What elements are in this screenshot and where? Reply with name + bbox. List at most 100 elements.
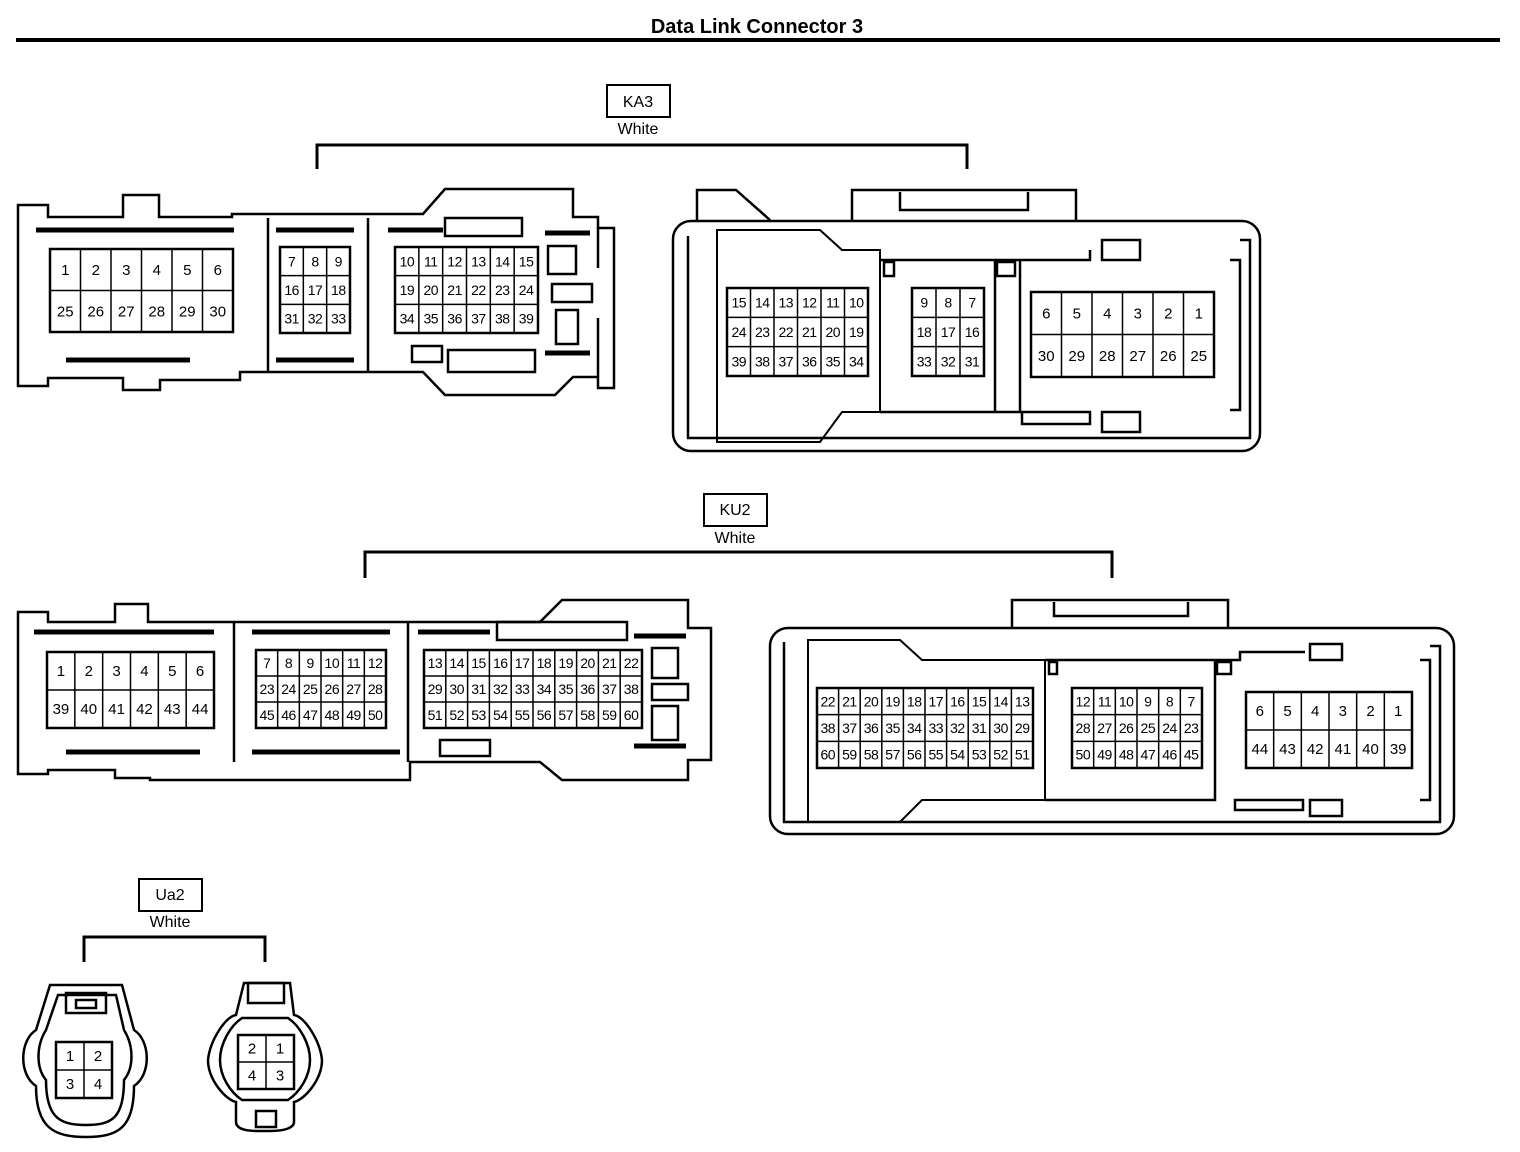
pin-label: 32 bbox=[493, 681, 508, 697]
pin-label: 35 bbox=[885, 720, 900, 736]
pin-label: 32 bbox=[950, 720, 965, 736]
pin-label: 2 bbox=[1164, 305, 1172, 322]
pin-label: 15 bbox=[519, 253, 534, 269]
pin-label: 34 bbox=[537, 681, 552, 697]
pin-label: 34 bbox=[400, 311, 415, 327]
pin-label: 24 bbox=[519, 282, 534, 298]
pin-label: 33 bbox=[331, 311, 346, 327]
pin-label: 2 bbox=[92, 262, 100, 279]
pin-label: 45 bbox=[1184, 747, 1199, 763]
ka3-header: KA3 White bbox=[315, 84, 969, 169]
pin-label: 7 bbox=[263, 655, 271, 671]
pin-label: 31 bbox=[284, 311, 299, 327]
pin-label: 3 bbox=[276, 1068, 284, 1085]
pin-label: 53 bbox=[471, 707, 486, 723]
pin-label: 1 bbox=[61, 262, 69, 279]
pin-label: 30 bbox=[1038, 348, 1055, 365]
pin-label: 4 bbox=[1311, 703, 1319, 720]
pin-label: 59 bbox=[602, 707, 617, 723]
pin-label: 26 bbox=[325, 681, 340, 697]
pin-label: 16 bbox=[965, 324, 980, 340]
pin-label: 37 bbox=[778, 353, 793, 369]
pin-label: 33 bbox=[917, 353, 932, 369]
ua2-female-connector bbox=[206, 981, 324, 1133]
ku2-header: KU2 White bbox=[363, 493, 1114, 578]
pin-label: 20 bbox=[825, 324, 840, 340]
pin-label: 15 bbox=[731, 295, 746, 311]
pin-label: 40 bbox=[80, 701, 97, 718]
pin-label: 4 bbox=[248, 1068, 256, 1085]
pin-label: 17 bbox=[308, 282, 323, 298]
ua2-code-label: Ua2 bbox=[155, 887, 184, 904]
pin-label: 27 bbox=[346, 681, 361, 697]
pin-label: 2 bbox=[1366, 703, 1374, 720]
pin-label: 9 bbox=[335, 253, 343, 269]
pin-label: 30 bbox=[449, 681, 464, 697]
pin-label: 48 bbox=[1119, 747, 1134, 763]
page-title: Data Link Connector 3 bbox=[651, 16, 863, 38]
pin-label: 11 bbox=[826, 295, 840, 311]
pin-label: 28 bbox=[368, 681, 383, 697]
pin-label: 39 bbox=[519, 311, 534, 327]
pin-label: 8 bbox=[1166, 693, 1174, 709]
pin-label: 38 bbox=[821, 720, 836, 736]
pin-label: 19 bbox=[558, 655, 573, 671]
pin-label: 50 bbox=[368, 707, 383, 723]
pin-label: 23 bbox=[1184, 720, 1199, 736]
pin-label: 5 bbox=[168, 663, 176, 680]
pin-label: 6 bbox=[196, 663, 204, 680]
pin-label: 22 bbox=[778, 324, 793, 340]
pin-label: 7 bbox=[1188, 693, 1196, 709]
pin-label: 52 bbox=[993, 747, 1008, 763]
pin-label: 16 bbox=[950, 693, 965, 709]
pin-label: 37 bbox=[602, 681, 617, 697]
pin-label: 10 bbox=[400, 253, 415, 269]
pin-label: 10 bbox=[1119, 693, 1134, 709]
pin-label: 28 bbox=[148, 303, 165, 320]
pin-label: 53 bbox=[972, 747, 987, 763]
pin-label: 3 bbox=[66, 1076, 74, 1093]
pin-label: 37 bbox=[471, 311, 486, 327]
pin-label: 4 bbox=[153, 262, 161, 279]
pin-label: 35 bbox=[825, 353, 840, 369]
pin-label: 13 bbox=[428, 655, 443, 671]
pin-label: 9 bbox=[920, 295, 928, 311]
pin-label: 16 bbox=[493, 655, 508, 671]
ua2-male-connector bbox=[22, 983, 148, 1139]
pin-label: 46 bbox=[1162, 747, 1177, 763]
pin-label: 36 bbox=[447, 311, 462, 327]
pin-label: 15 bbox=[972, 693, 987, 709]
ku2-male-connector bbox=[16, 598, 713, 782]
pin-label: 17 bbox=[941, 324, 956, 340]
pin-label: 14 bbox=[993, 693, 1008, 709]
pin-label: 30 bbox=[993, 720, 1008, 736]
pin-label: 6 bbox=[1256, 703, 1264, 720]
pin-label: 10 bbox=[849, 295, 864, 311]
pin-label: 33 bbox=[929, 720, 944, 736]
pin-label: 39 bbox=[53, 701, 70, 718]
ka3-code-label: KA3 bbox=[623, 94, 653, 111]
pin-label: 9 bbox=[1144, 693, 1152, 709]
pin-label: 31 bbox=[972, 720, 987, 736]
pin-label: 29 bbox=[179, 303, 196, 320]
pin-label: 5 bbox=[1283, 703, 1291, 720]
pin-label: 16 bbox=[284, 282, 299, 298]
pin-label: 58 bbox=[864, 747, 879, 763]
pin-label: 21 bbox=[802, 324, 817, 340]
pin-label: 12 bbox=[447, 253, 462, 269]
pin-label: 42 bbox=[136, 701, 153, 718]
pin-label: 3 bbox=[1339, 703, 1347, 720]
pin-label: 19 bbox=[849, 324, 864, 340]
pin-label: 7 bbox=[968, 295, 976, 311]
pin-label: 22 bbox=[821, 693, 836, 709]
pin-label: 19 bbox=[400, 282, 415, 298]
pin-label: 18 bbox=[917, 324, 932, 340]
ua2-header: Ua2 White bbox=[82, 878, 267, 962]
pin-label: 34 bbox=[849, 353, 864, 369]
pin-label: 47 bbox=[1141, 747, 1156, 763]
